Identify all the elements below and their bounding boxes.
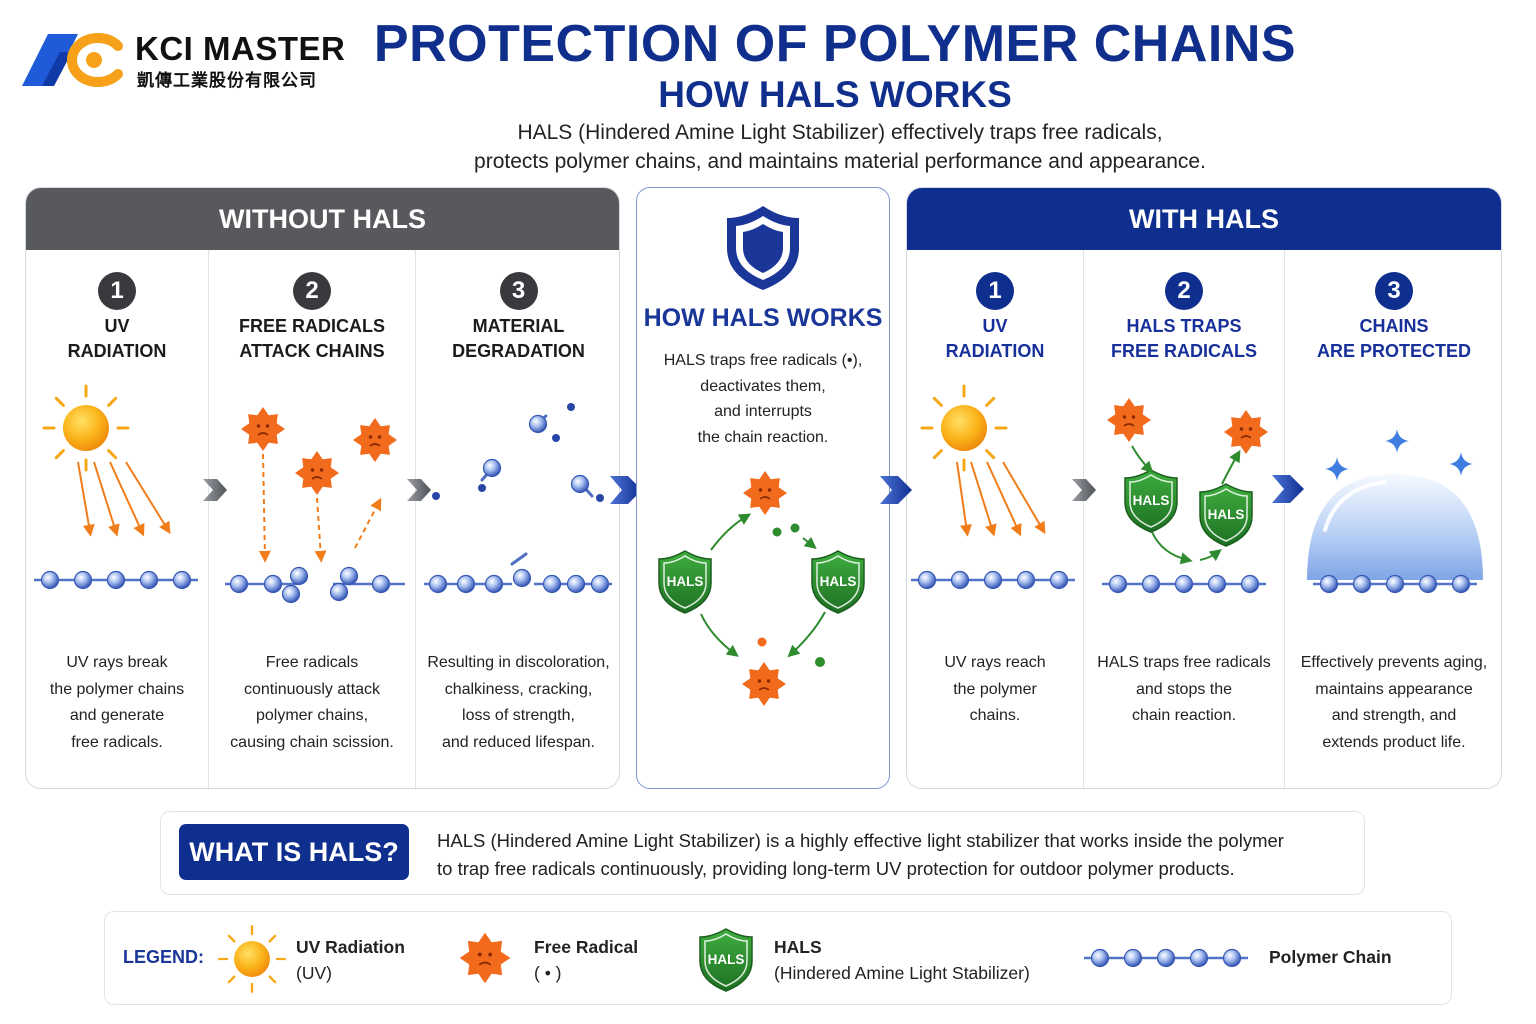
with-step-1: 1 UV RADIATION UV rays reach the polymer…	[907, 250, 1084, 788]
free-radical-icon	[741, 661, 787, 707]
what-is-hals-line-1: HALS (Hindered Amine Light Stabilizer) i…	[437, 830, 1284, 851]
step-number: 1	[98, 272, 136, 310]
without-hals-panel: WITHOUT HALS 1 UV RADIATION UV rays brea…	[25, 187, 620, 789]
arrow-right-icon	[407, 479, 431, 501]
step-title: CHAINS ARE PROTECTED	[1316, 316, 1471, 361]
what-is-hals-box: WHAT IS HALS? HALS (Hindered Amine Light…	[160, 811, 1365, 895]
step-number: 2	[1165, 272, 1203, 310]
step-number: 3	[1375, 272, 1413, 310]
hals-shield-icon	[699, 928, 753, 992]
step-description: Resulting in discoloration, chalkiness, …	[427, 654, 610, 751]
legend-hals: HALS (Hindered Amine Light Stabilizer)	[774, 935, 1030, 986]
legend-uv-label: UV Radiation	[296, 937, 405, 957]
hals-cycle-diagram	[658, 470, 865, 707]
legend-title: LEGEND:	[123, 947, 204, 967]
legend: LEGEND: UV Radiation (UV) Free Radical (…	[104, 911, 1452, 1005]
step-title: FREE RADICALS ATTACK CHAINS	[238, 316, 385, 361]
polymer-chain-icon	[34, 572, 198, 589]
center-title: HOW HALS WORKS	[643, 304, 883, 332]
step-number: 1	[976, 272, 1014, 310]
what-is-hals-line-2: to trap free radicals continuously, prov…	[437, 857, 1235, 879]
legend-radical: Free Radical ( • )	[534, 935, 638, 986]
free-radical-icon	[240, 406, 286, 452]
sparkle-icon	[1325, 457, 1349, 481]
sun-icon	[42, 384, 130, 472]
polymer-chain-icon	[1081, 940, 1251, 976]
free-radical-icon	[742, 470, 788, 516]
sun-icon	[920, 384, 1008, 472]
legend-radical-label: Free Radical	[534, 937, 639, 957]
logo-name: KCI MASTER	[135, 30, 346, 67]
sun-icon	[218, 925, 286, 993]
legend-uv-sub: (UV)	[296, 962, 332, 983]
intro-line-2: protects polymer chains, and maintains m…	[474, 150, 1206, 173]
arrow-right-icon	[1072, 479, 1096, 501]
step-description: Free radicals continuously attack polyme…	[230, 654, 394, 751]
step-description: Effectively prevents aging, maintains ap…	[1300, 654, 1488, 751]
intro-text: HALS (Hindered Amine Light Stabilizer) e…	[260, 118, 1420, 176]
protective-dome-icon	[1307, 474, 1483, 580]
step-description: UV rays reach the polymer chains.	[944, 654, 1046, 725]
arrow-right-icon	[1272, 475, 1304, 503]
with-hals-panel: WITH HALS 1 UV RADIATION UV rays reach t…	[906, 187, 1502, 789]
radical-attack-illustration	[225, 406, 405, 604]
degradation-illustration	[424, 403, 612, 594]
kci-logo-icon	[22, 33, 123, 87]
without-step-3: 3 MATERIAL DEGRADATION	[416, 250, 619, 788]
arrow-right-icon	[880, 476, 912, 504]
chains-protected-illustration	[1307, 429, 1483, 620]
legend-hals-sub: (Hindered Amine Light Stabilizer)	[774, 962, 1030, 983]
hals-shield-icon	[1199, 483, 1253, 547]
hals-shield-icon	[658, 550, 712, 614]
free-radical-icon	[294, 450, 340, 496]
legend-uv: UV Radiation (UV)	[296, 935, 405, 986]
center-description: HALS traps free radicals (•), deactivate…	[663, 352, 863, 447]
intro-line-1: HALS (Hindered Amine Light Stabilizer) e…	[517, 121, 1163, 144]
hals-shield-icon	[811, 550, 865, 614]
without-step-1: 1 UV RADIATION UV rays break the polymer…	[26, 250, 209, 788]
page-subtitle: HOW HALS WORKS	[658, 74, 1012, 115]
step-title: UV RADIATION	[945, 316, 1045, 361]
legend-hals-label: HALS	[774, 937, 822, 957]
step-number: 3	[499, 272, 538, 310]
polymer-chain-icon	[911, 572, 1075, 589]
free-radical-icon	[1106, 397, 1152, 443]
free-radical-icon	[1223, 409, 1269, 455]
step-title: UV RADIATION	[67, 316, 167, 361]
with-hals-heading: WITH HALS	[907, 188, 1501, 250]
sparkle-icon	[1385, 429, 1409, 453]
step-title: MATERIAL DEGRADATION	[452, 316, 585, 361]
free-radical-icon	[458, 931, 512, 985]
hals-trap-illustration	[1084, 397, 1269, 620]
legend-chain: Polymer Chain	[1269, 947, 1392, 967]
uv-reach-illustration	[907, 384, 1084, 620]
page-title: PROTECTION OF POLYMER CHAINS	[373, 15, 1297, 73]
what-is-hals-text: HALS (Hindered Amine Light Stabilizer) i…	[437, 827, 1347, 882]
with-step-3: 3 CHAINS ARE PROTECTED Effectively preve…	[1285, 250, 1501, 788]
without-step-2: 2 FREE RADICALS ATTACK CHAINS Free radi	[209, 250, 416, 788]
how-hals-works-panel: HOW HALS WORKS HALS traps free radicals …	[636, 187, 890, 789]
step-description: UV rays break the polymer chains and gen…	[49, 654, 185, 751]
free-radical-icon	[352, 417, 398, 463]
sparkle-icon	[1449, 452, 1473, 476]
step-title: HALS TRAPS FREE RADICALS	[1110, 316, 1257, 361]
legend-radical-sub: ( • )	[534, 962, 562, 983]
without-hals-heading: WITHOUT HALS	[26, 188, 619, 250]
logo-chinese-name: 凱傳工業股份有限公司	[137, 71, 317, 90]
what-is-hals-badge: WHAT IS HALS?	[179, 824, 409, 880]
blue-shield-icon	[727, 206, 799, 290]
polymer-chain-icon	[1102, 576, 1266, 593]
step-description: HALS traps free radicals and stops the c…	[1097, 654, 1271, 725]
arrow-right-icon	[203, 479, 227, 501]
uv-chain-break-illustration	[26, 384, 209, 620]
with-step-2: 2 HALS TRAPS FREE RADICALS HALS traps fr…	[1084, 250, 1285, 788]
hals-shield-icon	[1124, 469, 1178, 533]
company-logo: KCI MASTER 凱傳工業股份有限公司	[22, 30, 352, 90]
step-number: 2	[293, 272, 331, 310]
